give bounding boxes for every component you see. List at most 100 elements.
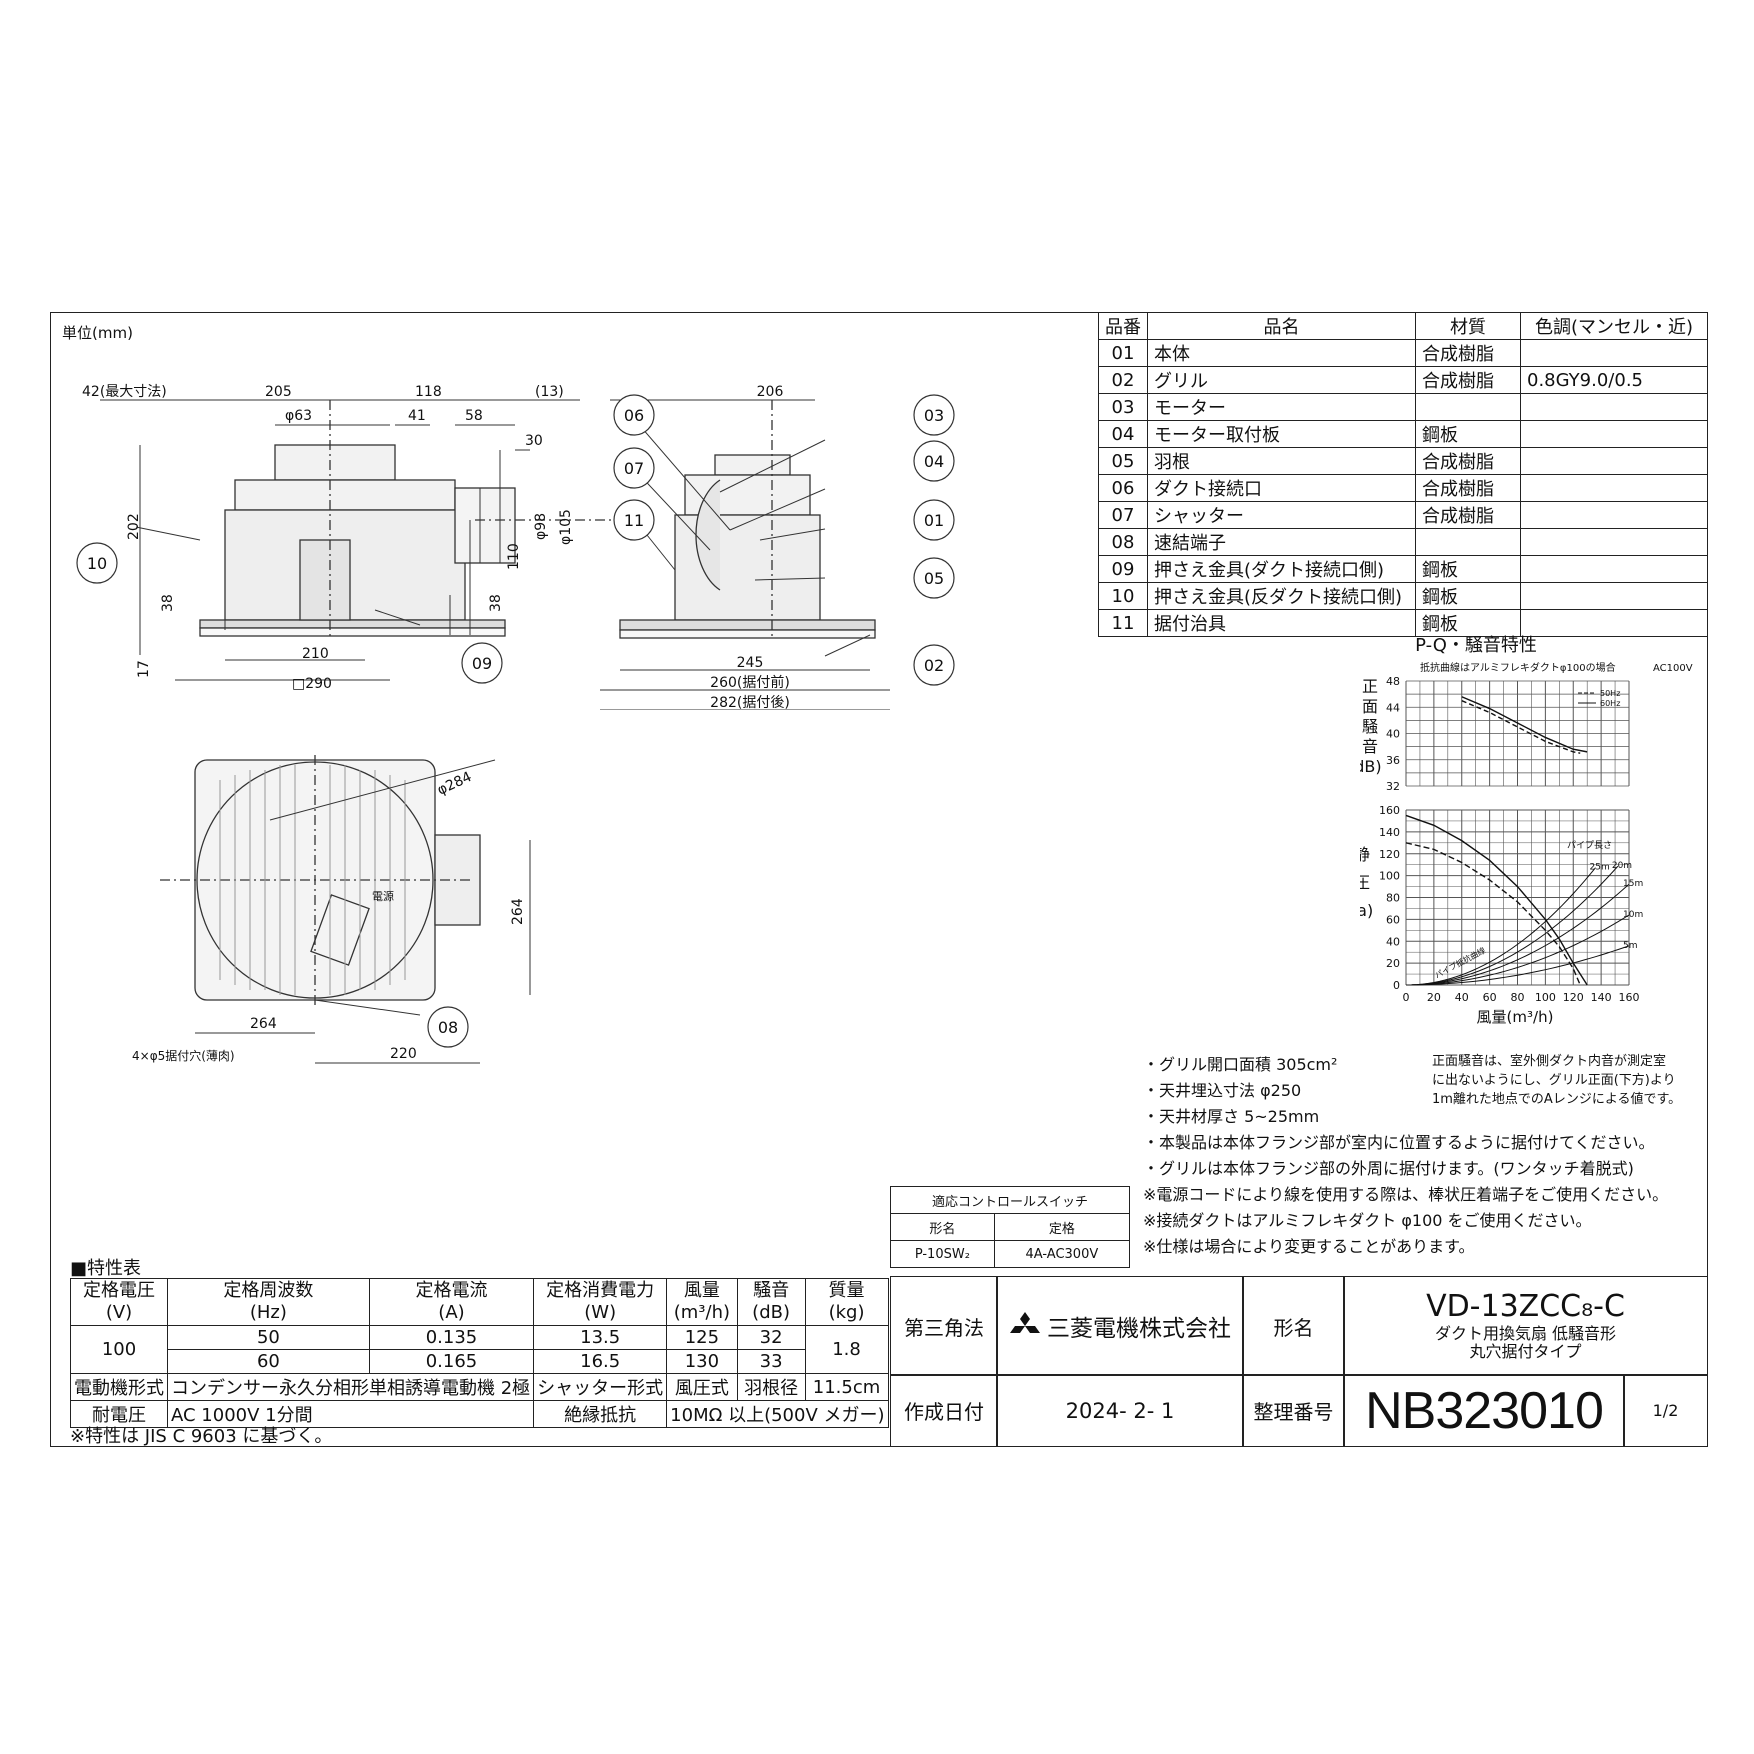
spec-motor: コンデンサー永久分相形単相誘導電動機 2極 xyxy=(166,1373,535,1401)
model-number: VD-13ZCC₈-C xyxy=(1426,1289,1625,1325)
parts-part-name: 押さえ金具(ダクト接続口側) xyxy=(1147,555,1416,583)
dim-13: (13) xyxy=(535,384,564,400)
model-cell: VD-13ZCC₈-C ダクト用換気扇 低騒音形 丸穴据付タイプ xyxy=(1343,1276,1708,1376)
dim-118: 118 xyxy=(415,384,442,400)
parts-color xyxy=(1520,339,1708,367)
callout-11: 11 xyxy=(624,511,644,530)
model-label: 形名 xyxy=(1242,1276,1345,1376)
pq-xtick: 40 xyxy=(1455,991,1469,1004)
page-number: 1/2 xyxy=(1623,1374,1708,1447)
spec-blade-label: 羽根径 xyxy=(736,1373,806,1401)
noise-ylabel-4: 音 xyxy=(1362,737,1378,756)
pq-xtick: 140 xyxy=(1591,991,1612,1004)
note-line: ※電源コードにより線を使用する際は、棒状圧着端子をご使用ください。 xyxy=(1143,1185,1669,1204)
spec-header-line: 質量 xyxy=(828,1280,865,1301)
noise-line-60Hz xyxy=(1461,696,1588,753)
spec-voltage: 100 xyxy=(70,1325,168,1374)
spec-header-line: (Hz) xyxy=(249,1302,287,1323)
pq-ytick: 80 xyxy=(1386,892,1400,905)
legend-label-60Hz: 60Hz xyxy=(1600,699,1620,708)
spec-airflow-60: 130 xyxy=(666,1349,738,1374)
callout-04: 04 xyxy=(924,452,944,471)
noise-ylabel-3: 騒 xyxy=(1362,717,1378,736)
spec-motor-label: 電動機形式 xyxy=(70,1373,168,1401)
pipe-length-label: 20m xyxy=(1612,861,1632,871)
front-view-drawing: 206 245 260(据付前) 282(据付後) 06 07 11 03 04… xyxy=(600,384,955,710)
parts-color xyxy=(1520,420,1708,448)
date-value: 2024- 2- 1 xyxy=(996,1374,1244,1447)
spec-header-line: 定格電圧 xyxy=(83,1280,155,1301)
parts-material: 合成樹脂 xyxy=(1415,366,1521,394)
parts-part-name: 本体 xyxy=(1147,339,1416,367)
note-line: ・本製品は本体フランジ部が室内に位置するように据付けてください。 xyxy=(1143,1133,1655,1152)
dim-phi98: φ98 xyxy=(533,513,549,540)
parts-part-name: 据付治具 xyxy=(1147,609,1416,637)
spec-insulation: 10MΩ 以上(500V メガー) xyxy=(666,1400,889,1428)
pq-ytick: 100 xyxy=(1379,870,1400,883)
note-line: ・グリルは本体フランジ部の外周に据付けます。(ワンタッチ着脱式) xyxy=(1143,1159,1634,1178)
noise-line-50Hz xyxy=(1461,700,1581,754)
noise-ytick: 40 xyxy=(1386,728,1400,741)
legend-label-50Hz: 50Hz xyxy=(1600,689,1620,698)
parts-part-no: 10 xyxy=(1098,582,1148,610)
dim-205: 205 xyxy=(265,384,292,400)
noise-ytick: 44 xyxy=(1386,701,1400,714)
pq-chart: P-Q・騒音特性 抵抗曲線はアルミフレキダクトφ100の場合 AC100V 48… xyxy=(1360,635,1693,1026)
dim-264-v: 264 xyxy=(510,898,526,925)
spec-current-60: 0.165 xyxy=(368,1349,535,1374)
pq-line-60Hz xyxy=(1405,814,1588,986)
parts-part-no: 07 xyxy=(1098,501,1148,529)
model-description-2: 丸穴据付タイプ xyxy=(1469,1342,1582,1362)
parts-part-name: モーター xyxy=(1147,393,1416,421)
spec-header-line: (dB) xyxy=(752,1302,790,1323)
spec-header-line: 定格周波数 xyxy=(223,1280,314,1301)
pipe-length-title: パイプ長さ xyxy=(1567,840,1612,851)
grille-slats xyxy=(219,765,406,995)
spec-withstand: AC 1000V 1分間 xyxy=(166,1400,535,1428)
parts-part-name: 羽根 xyxy=(1147,447,1416,475)
pipe-curve-5m xyxy=(1405,945,1630,986)
pq-xtick: 160 xyxy=(1619,991,1640,1004)
spec-freq-60: 60 xyxy=(167,1349,370,1374)
drawing-sheet-border xyxy=(50,312,1708,1447)
date-label: 作成日付 xyxy=(890,1374,998,1447)
pq-ylabel-2: 圧 xyxy=(1360,873,1370,892)
pq-xtick: 120 xyxy=(1563,991,1584,1004)
title-block: 第三角法 三菱電機株式会社 形名 VD-13ZCC₈-C ダクト用換気扇 低騒音… xyxy=(890,1276,1708,1447)
dim-210: 210 xyxy=(302,646,329,662)
dim-110: 110 xyxy=(506,543,522,570)
callout-10: 10 xyxy=(87,554,107,573)
header-part-name: 品名 xyxy=(1147,312,1416,340)
callout-05: 05 xyxy=(924,569,944,588)
spec-header: 風量(m³/h) xyxy=(666,1278,738,1326)
spec-table: 定格電圧(V)定格周波数(Hz)定格電流(A)定格消費電力(W)風量(m³/h)… xyxy=(70,1278,889,1428)
pq-ytick: 160 xyxy=(1379,804,1400,817)
dim-38-left: 38 xyxy=(160,594,176,612)
dim-phi105: φ105 xyxy=(558,509,574,545)
chart-title: P-Q・騒音特性 xyxy=(1415,635,1537,656)
parts-table-header: 品番 品名 材質 色調(マンセル・近) xyxy=(1098,312,1708,340)
pq-xtick: 80 xyxy=(1511,991,1525,1004)
callout-03: 03 xyxy=(924,406,944,425)
unit-label: 単位(mm) xyxy=(62,324,133,342)
pq-ytick: 20 xyxy=(1386,957,1400,970)
noise-ytick: 32 xyxy=(1386,780,1400,793)
parts-color xyxy=(1520,609,1708,637)
spec-header-line: 騒音 xyxy=(753,1280,790,1301)
spec-header-line: (V) xyxy=(105,1302,133,1323)
dim-202: 202 xyxy=(126,513,142,540)
pq-xlabel: 風量(m³/h) xyxy=(1477,1008,1554,1026)
parts-color xyxy=(1520,447,1708,475)
spec-shutter: 風圧式 xyxy=(666,1373,738,1401)
parts-material: 鋼板 xyxy=(1415,555,1521,583)
projection-method: 第三角法 xyxy=(890,1276,998,1376)
spec-freq-50: 50 xyxy=(167,1325,370,1350)
power-label: 電源 xyxy=(372,889,394,903)
spec-header: 定格電圧(V) xyxy=(70,1278,168,1326)
